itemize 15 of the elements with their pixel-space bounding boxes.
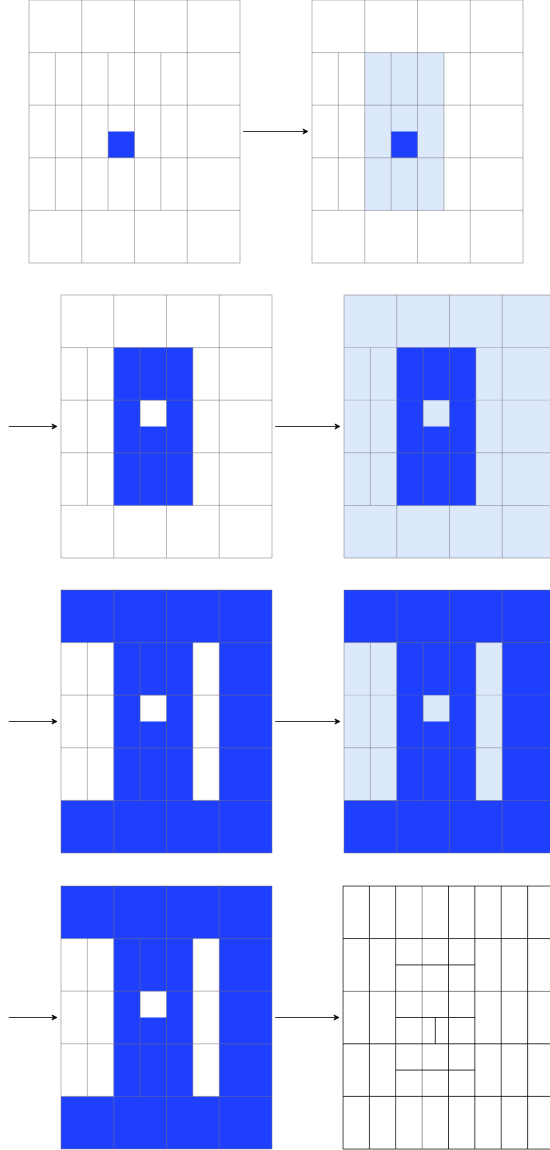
arrow <box>274 1014 340 1021</box>
grid-drawing <box>342 885 550 1150</box>
grid-drawing <box>28 0 241 264</box>
arrow <box>274 423 341 430</box>
arrow <box>242 128 309 135</box>
grid-drawing <box>60 885 273 1150</box>
arrow <box>274 718 341 725</box>
arrow <box>8 718 58 725</box>
arrow <box>8 423 58 430</box>
grid-drawing <box>343 589 550 854</box>
grid-drawing <box>60 589 273 854</box>
arrow <box>8 1014 58 1021</box>
grid-drawing <box>343 294 550 559</box>
grid-drawing <box>311 0 524 264</box>
grid-drawing <box>60 294 273 559</box>
